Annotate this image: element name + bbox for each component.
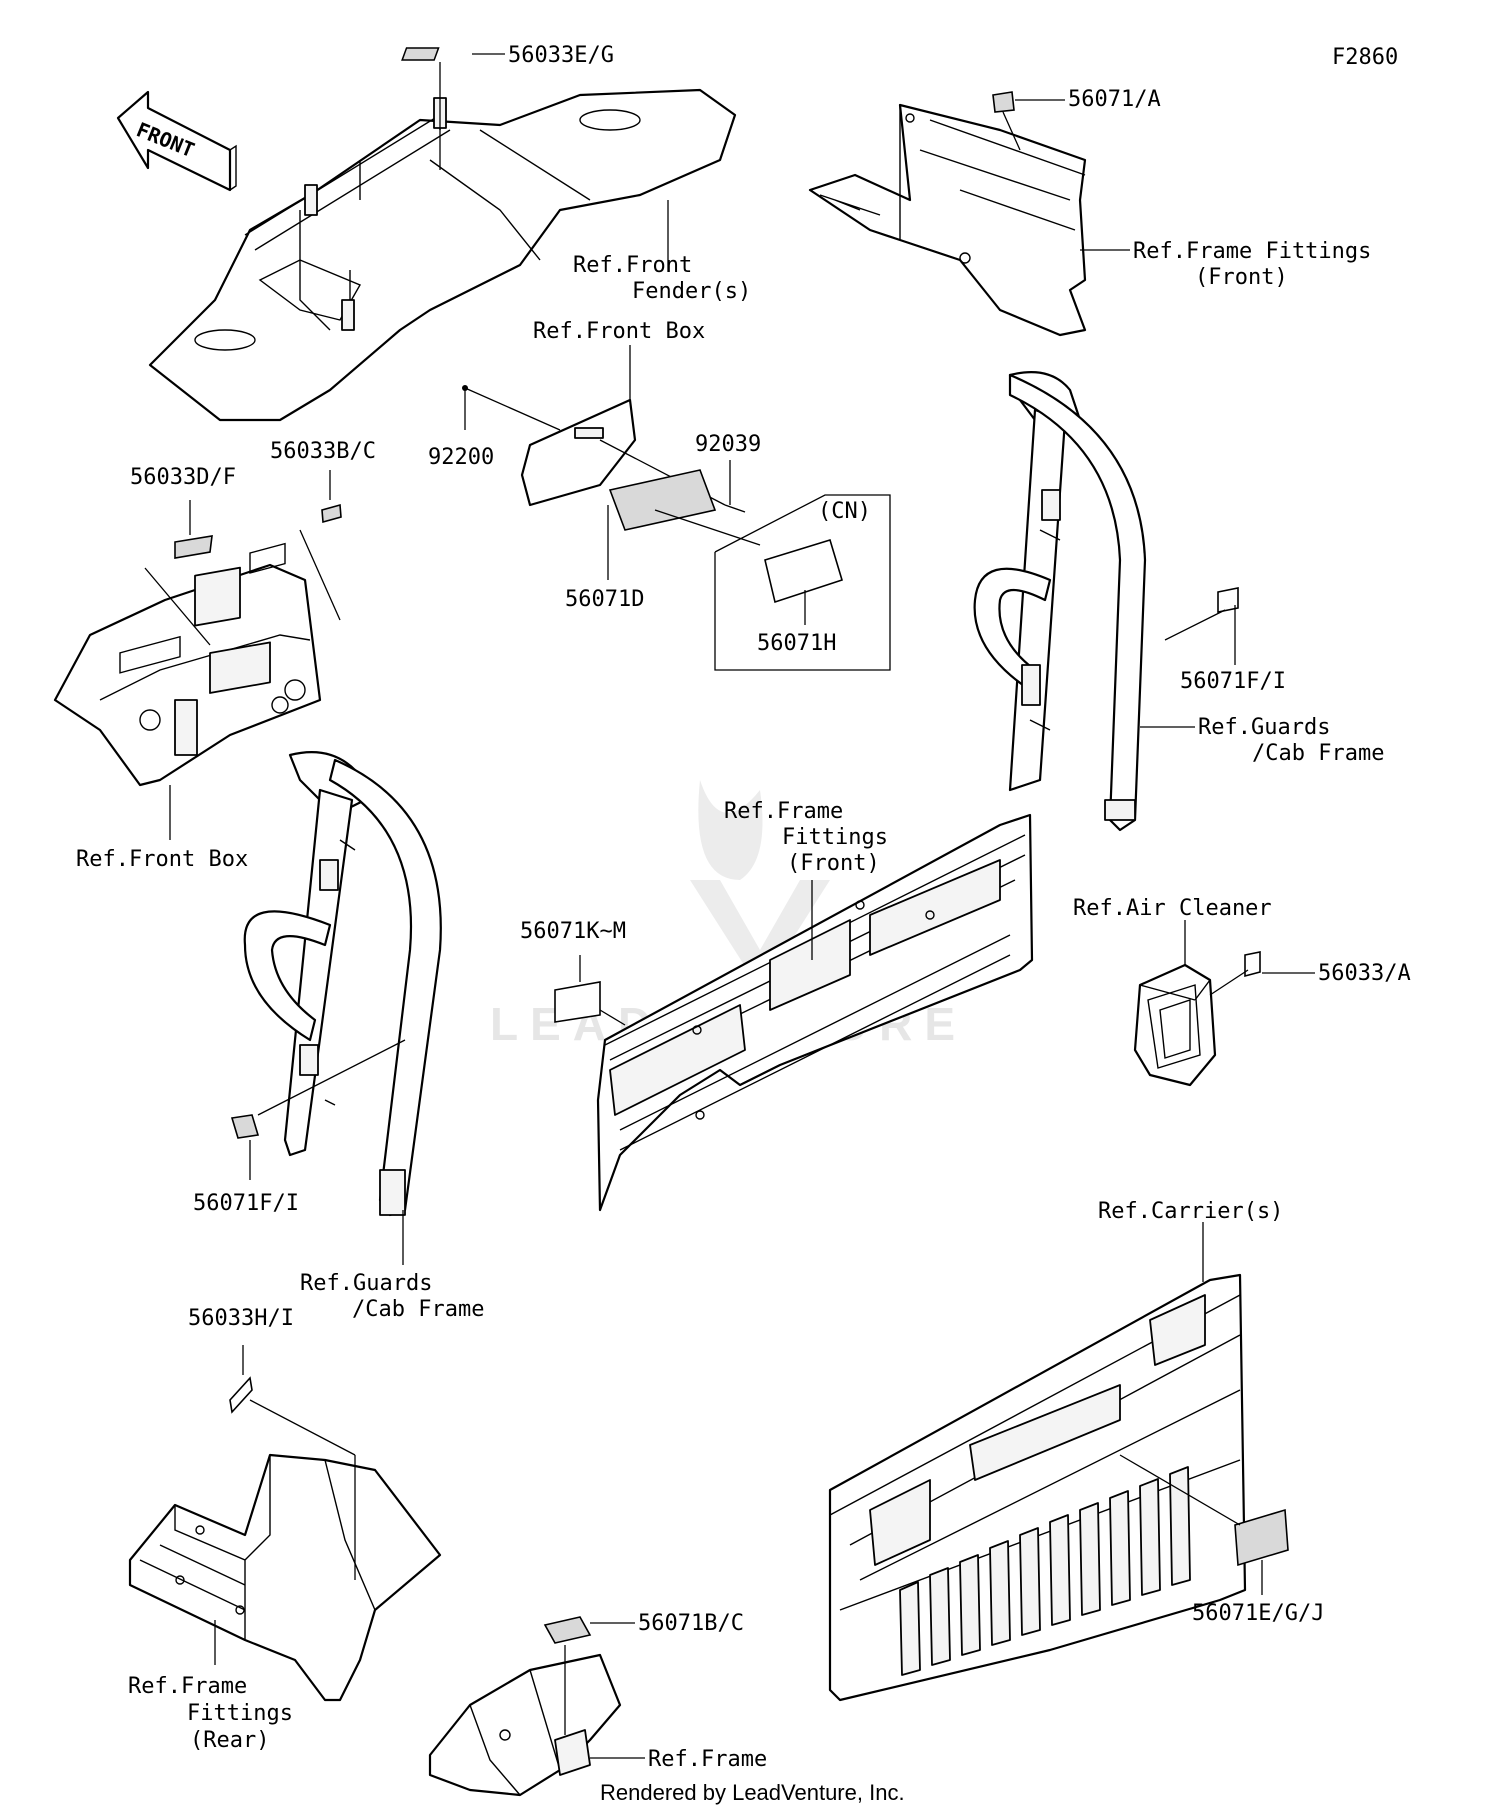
callout-56071EGJ: 56071E/G/J: [1119, 1454, 1324, 1626]
callout-ref-carriers: Ref.Carrier(s): [1098, 1199, 1283, 1282]
callout-56033HI: 56033H/I: [188, 1306, 356, 1580]
label-cn: (CN): [818, 499, 871, 524]
callout-56033BC: 56033B/C: [270, 439, 376, 621]
callout-ref-front-box-left: Ref.Front Box: [76, 785, 248, 872]
label-ref-guards-right-2: /Cab Frame: [1252, 741, 1384, 766]
callout-ref-guards-left: Ref.Guards /Cab Frame: [300, 1210, 484, 1322]
label-ref-guards-left-1: Ref.Guards: [300, 1271, 432, 1296]
label-ref-front-box-left: Ref.Front Box: [76, 847, 248, 872]
callout-92200: 92200: [428, 385, 561, 470]
callout-ref-frame-fittings-front-top: Ref.Frame Fittings (Front): [1080, 239, 1371, 290]
callout-56033EG: 56033E/G: [401, 43, 614, 170]
label-ref-front-fender-1: Ref.Front: [573, 253, 692, 278]
label-ref-frame: Ref.Frame: [648, 1747, 767, 1772]
label-56033HI: 56033H/I: [188, 1306, 294, 1331]
label-56071D: 56071D: [565, 587, 644, 612]
label-56033EG: 56033E/G: [508, 43, 614, 68]
callout-ref-air-cleaner: Ref.Air Cleaner: [1073, 896, 1272, 965]
callout-ref-frame-fittings-front-panel: Ref.Frame Fittings (Front): [724, 799, 888, 960]
front-arrow: FRONT: [116, 90, 237, 192]
label-ref-frame-fittings-front-top-1: Ref.Frame Fittings: [1133, 239, 1371, 264]
callout-56033DF: 56033D/F: [130, 465, 236, 646]
air-cleaner: [1133, 963, 1217, 1087]
label-56033DF: 56033D/F: [130, 465, 236, 490]
label-56033BC: 56033B/C: [270, 439, 376, 464]
carrier-assembly: [828, 1273, 1247, 1702]
label-ref-front-box-top: Ref.Front Box: [533, 319, 705, 344]
label-92200: 92200: [428, 445, 494, 470]
callout-ref-front-fender: Ref.Front Fender(s): [573, 200, 751, 304]
label-ref-guards-left-2: /Cab Frame: [352, 1297, 484, 1322]
callout-56071D: 56071D: [565, 469, 761, 612]
label-56071BC: 56071B/C: [638, 1611, 744, 1636]
guards-cab-frame-right: [973, 371, 1147, 832]
callout-ref-frame: Ref.Frame: [590, 1747, 767, 1772]
label-56071A: 56071/A: [1068, 87, 1161, 112]
label-ref-front-fender-2: Fender(s): [632, 279, 751, 304]
carrier-slats: [899, 1466, 1191, 1676]
frame-fittings-rear: [128, 1453, 442, 1702]
rendered-by-credit: Rendered by LeadVenture, Inc.: [600, 1780, 905, 1805]
label-ref-guards-right-1: Ref.Guards: [1198, 715, 1330, 740]
label-56071H: 56071H: [757, 631, 836, 656]
callout-ref-guards-right: Ref.Guards /Cab Frame: [1140, 715, 1384, 766]
callout-56071FI-left: 56071F/I: [193, 1039, 406, 1216]
label-56033A: 56033/A: [1318, 961, 1411, 986]
label-ref-air-cleaner: Ref.Air Cleaner: [1073, 896, 1272, 921]
callout-56071A: 56071/A: [992, 87, 1161, 151]
label-56071FI-right: 56071F/I: [1180, 669, 1286, 694]
front-fender-assembly: [148, 88, 737, 422]
frame-section: [428, 1653, 622, 1797]
callout-cn-box: (CN) 56071H: [714, 494, 891, 671]
front-box-lid: [520, 398, 637, 507]
label-ref-frame-fittings-rear-3: (Rear): [190, 1728, 269, 1753]
frame-fittings-front-panel: [596, 813, 1034, 1212]
frame-fittings-front-top: [808, 103, 1087, 337]
label-92039: 92039: [695, 432, 761, 457]
dashboard-front-box: [53, 542, 322, 787]
label-ref-frame-fittings-rear-1: Ref.Frame: [128, 1674, 247, 1699]
label-ref-frame-fittings-front-panel-3: (Front): [787, 851, 880, 876]
label-ref-frame-fittings-front-top-2: (Front): [1195, 265, 1288, 290]
label-56071KM: 56071K~M: [520, 919, 626, 944]
callout-ref-frame-fittings-rear: Ref.Frame Fittings (Rear): [128, 1620, 293, 1753]
label-ref-frame-fittings-front-panel-1: Ref.Frame: [724, 799, 843, 824]
callout-56071BC: 56071B/C: [543, 1611, 744, 1735]
label-ref-carriers: Ref.Carrier(s): [1098, 1199, 1283, 1224]
label-ref-frame-fittings-rear-2: Fittings: [187, 1701, 293, 1726]
label-ref-frame-fittings-front-panel-2: Fittings: [782, 825, 888, 850]
callout-56033A: 56033/A: [1209, 951, 1411, 996]
guards-cab-frame-left: [243, 751, 442, 1217]
label-56071FI-left: 56071F/I: [193, 1191, 299, 1216]
label-56071EGJ: 56071E/G/J: [1192, 1601, 1324, 1626]
callout-56071KM: 56071K~M: [520, 919, 626, 1026]
callout-56071FI-right: 56071F/I: [1164, 587, 1286, 694]
figure-code: F2860: [1332, 45, 1398, 70]
